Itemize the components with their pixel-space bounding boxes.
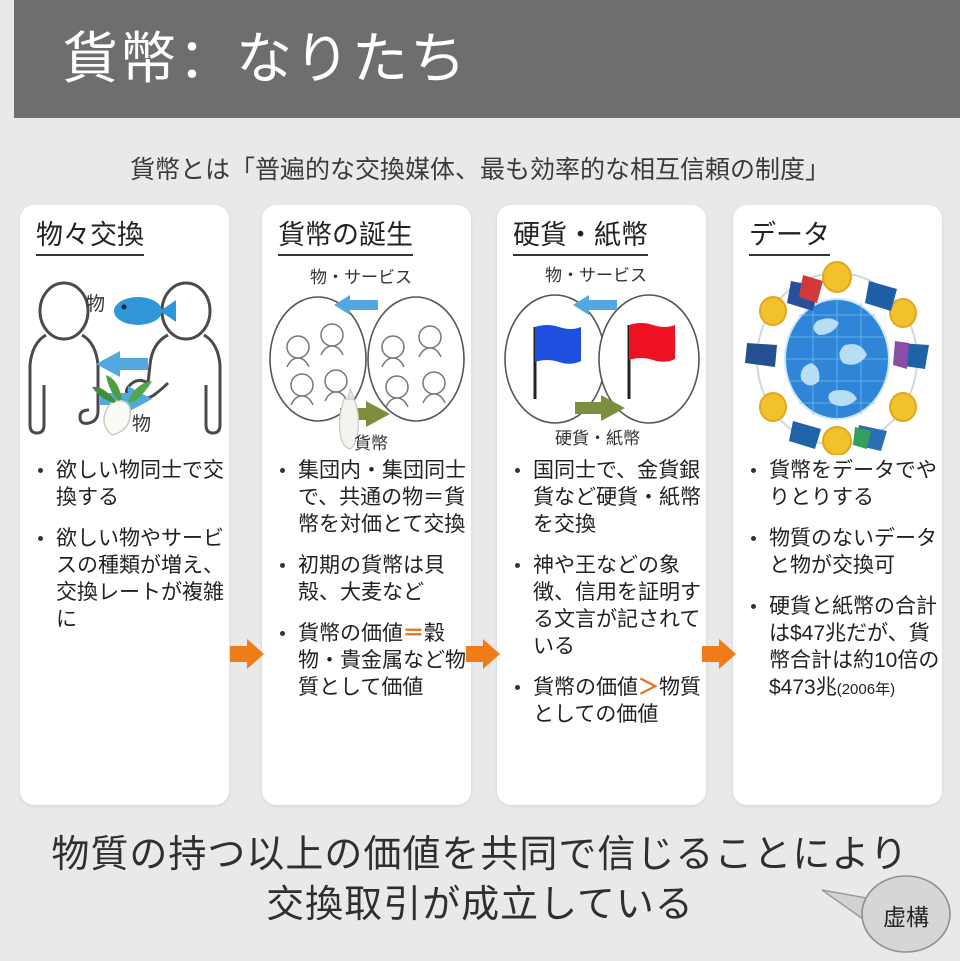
globe-coins-flags-icon xyxy=(733,259,942,456)
list-item: 物質のないデータと物が交換可 xyxy=(739,525,942,579)
card-title: 硬貨・紙幣 xyxy=(513,213,648,256)
card-birth-of-money[interactable]: 貨幣の誕生 xyxy=(262,205,471,805)
bullet-text: 貨幣をデータでやりとりする xyxy=(769,459,937,509)
card-coins-and-notes[interactable]: 硬貨・紙幣 物・サービス 硬貨・紙幣 xyxy=(497,205,706,805)
operator-equals: ＝ xyxy=(403,622,424,645)
card-title: データ xyxy=(749,213,830,256)
footer-statement: 物質の持つ以上の価値を共同で信じることにより 交換取引が成立している xyxy=(0,830,960,930)
bullet-text: 国同士で、金貨銀貨など硬貨・紙幣を交換 xyxy=(533,459,701,536)
bullet-text-cont: 穀物・貴金属など物質として価値 xyxy=(298,622,466,699)
header-bar xyxy=(14,0,960,118)
subtitle: 貨幣とは「普遍的な交換媒体、最も効率的な相互信頼の制度」 xyxy=(129,156,830,184)
bullet-text-cont: 物質としての価値 xyxy=(533,676,701,726)
two-nations-flags-icon xyxy=(497,259,706,455)
list-item: 国同士で、金貨銀貨など硬貨・紙幣を交換 xyxy=(503,457,706,538)
list-item: 欲しい物やサービスの種類が増え、交換レートが複雑に xyxy=(26,525,229,633)
list-item: 貨幣の価値＝穀物・貴金属など物質として価値 xyxy=(268,620,471,701)
list-item: 初期の貨幣は貝殻、大麦など xyxy=(268,552,471,606)
card-data[interactable]: データ xyxy=(733,205,942,805)
operator-greater-than: ＞ xyxy=(638,676,659,699)
list-item: 欲しい物同士で交換する xyxy=(26,457,229,511)
cards-row: 物々交換 xyxy=(0,205,960,807)
card-bullets: 欲しい物同士で交換する 欲しい物やサービスの種類が増え、交換レートが複雑に xyxy=(26,457,229,647)
bullet-text: 神や王などの象徴、信用を証明する文言が記されている xyxy=(533,554,701,658)
list-item: 貨幣をデータでやりとりする xyxy=(739,457,942,511)
bullet-text: 物質のないデータと物が交換可 xyxy=(769,527,937,577)
bullet-text: 貨幣の価値 xyxy=(298,622,403,645)
arrow-right-orange-icon xyxy=(230,637,264,671)
list-item: 貨幣の価値＞物質としての価値 xyxy=(503,674,706,728)
list-item: 神や王などの象徴、信用を証明する文言が記されている xyxy=(503,552,706,660)
card-bullets: 国同士で、金貨銀貨など硬貨・紙幣を交換 神や王などの象徴、信用を証明する文言が記… xyxy=(503,457,706,742)
bullet-text: 初期の貨幣は貝殻、大麦など xyxy=(298,554,445,604)
speech-bubble-icon xyxy=(820,872,952,956)
bullet-text: 硬貨と紙幣の合計は$47兆だが、貨幣合計は約10倍の$473兆 xyxy=(769,595,940,699)
page-title: 貨幣：なりたち xyxy=(62,27,468,90)
arrow-right-orange-icon xyxy=(466,637,500,671)
bullet-note-year: (2006年) xyxy=(836,681,896,698)
arrow-right-orange-icon xyxy=(702,637,736,671)
card-barter[interactable]: 物々交換 xyxy=(20,205,229,805)
list-item: 硬貨と紙幣の合計は$47兆だが、貨幣合計は約10倍の$473兆(2006年) xyxy=(739,593,942,703)
card-title: 貨幣の誕生 xyxy=(278,213,413,256)
list-item: 集団内・集団同士で、共通の物＝貨幣を対価とて交換 xyxy=(268,457,471,538)
barter-two-people-icon xyxy=(20,259,229,455)
card-bullets: 貨幣をデータでやりとりする 物質のないデータと物が交換可 硬貨と紙幣の合計は$4… xyxy=(739,457,942,717)
card-title: 物々交換 xyxy=(36,213,144,256)
bullet-text: 貨幣の価値 xyxy=(533,676,638,699)
two-groups-shell-icon xyxy=(262,259,471,455)
bullet-text: 集団内・集団同士で、共通の物＝貨幣を対価とて交換 xyxy=(298,459,466,536)
footer-line-2: 交換取引が成立している xyxy=(266,884,694,926)
speech-bubble-label: 虚構 xyxy=(883,904,929,930)
footer-line-1: 物質の持つ以上の価値を共同で信じることにより xyxy=(51,834,909,876)
card-bullets: 集団内・集団同士で、共通の物＝貨幣を対価とて交換 初期の貨幣は貝殻、大麦など 貨… xyxy=(268,457,471,715)
